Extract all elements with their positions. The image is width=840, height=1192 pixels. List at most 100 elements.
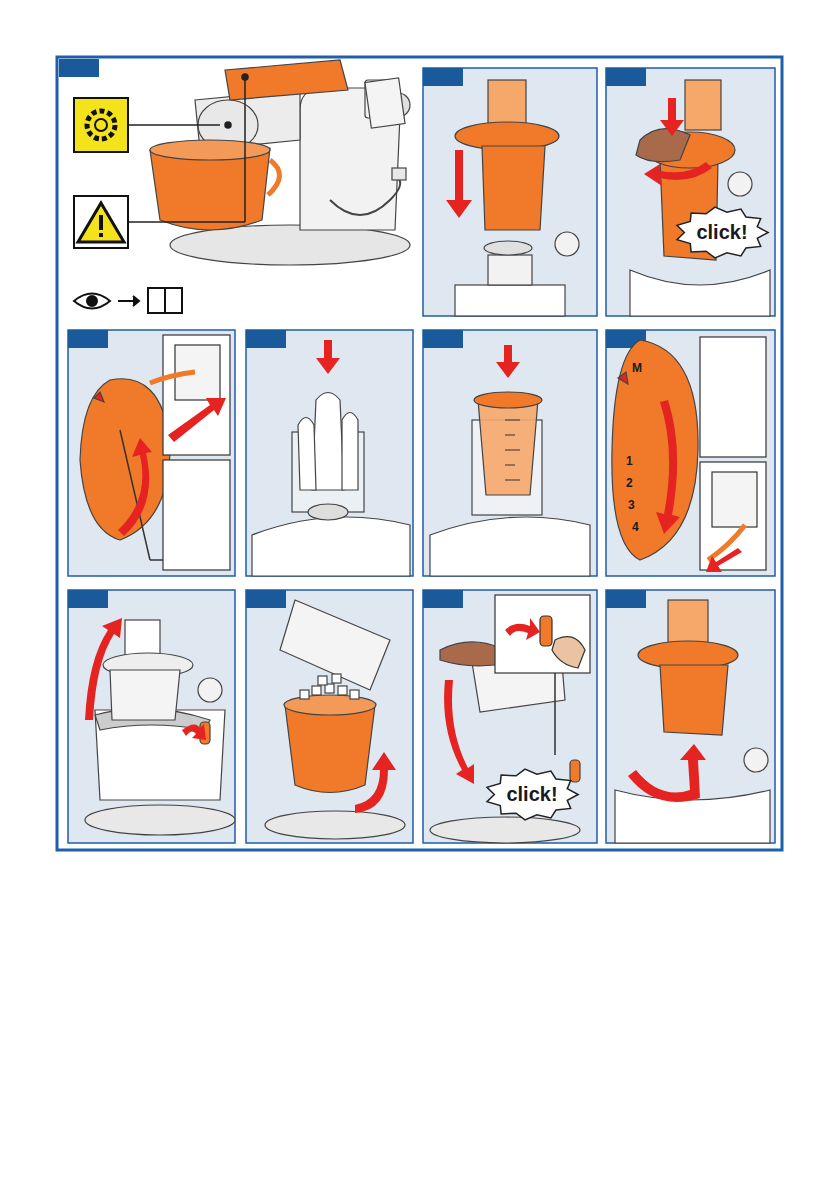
attachment-lifted [85, 805, 235, 835]
speed-dial [618, 372, 628, 384]
attachment-lifted [198, 678, 222, 702]
read-manual-icon [74, 288, 182, 313]
read-manual-icon [87, 296, 97, 306]
leader-line [128, 124, 220, 126]
mixer-overview [150, 60, 410, 265]
leader-line [225, 122, 231, 128]
mixer-overview [330, 178, 400, 215]
motion-arrow [355, 752, 396, 813]
speed-dial [80, 379, 170, 540]
frame [68, 590, 235, 843]
frame [246, 330, 413, 576]
motion-arrow [355, 752, 396, 813]
arm-lowered [570, 760, 580, 782]
leader-line [128, 221, 245, 223]
dicer-attachment [488, 255, 532, 285]
pusher [430, 392, 590, 576]
bowl-removed [318, 676, 327, 685]
dicer-attachment [455, 80, 579, 316]
frame [606, 590, 775, 843]
dial-marking: 1 [626, 455, 633, 467]
arm-lowered [430, 817, 580, 843]
motion-arrow [182, 724, 206, 740]
arm-lowered [440, 642, 500, 666]
attachment-lifted [110, 670, 180, 720]
motion-arrow [644, 162, 712, 186]
attachment-removed [744, 748, 768, 772]
warning-icon [99, 215, 103, 230]
dicer-attachment [630, 270, 770, 316]
motion-arrow [496, 345, 520, 378]
carrots-in-chute [298, 418, 316, 491]
motion-arrow [660, 98, 684, 136]
read-manual-icon [164, 288, 166, 313]
frame [246, 590, 413, 843]
bowl-removed [312, 686, 321, 695]
read-manual-icon [74, 294, 110, 309]
inset-box [700, 337, 766, 457]
inset-box [540, 616, 552, 646]
dicer-attachment [685, 80, 721, 130]
dial-marking: 4 [632, 521, 639, 533]
inset-box [700, 337, 766, 570]
step-tab [246, 330, 286, 348]
attachment-removed [660, 665, 728, 735]
bowl-removed [332, 674, 341, 683]
step-tab [59, 59, 99, 77]
warning-icon [74, 196, 128, 248]
step-tab [423, 330, 463, 348]
burst-outline [677, 207, 768, 258]
sound-text: click! [506, 783, 557, 806]
pusher [474, 392, 542, 408]
motion-arrow [118, 398, 226, 536]
motion-arrow [444, 618, 540, 784]
dicer-attachment [455, 285, 565, 316]
mixer-overview [225, 60, 348, 100]
motion-arrow [628, 744, 706, 802]
motion-arrow [496, 345, 520, 378]
leader-line [128, 74, 248, 222]
inset-box [554, 673, 556, 755]
frame [423, 330, 597, 576]
motion-arrow [505, 618, 540, 640]
inset-box [708, 525, 745, 560]
dicer-attachment [728, 172, 752, 196]
motion-arrow [85, 618, 122, 720]
step-tab [59, 59, 646, 608]
bowl-removed [350, 690, 359, 699]
bowl-removed [338, 686, 347, 695]
inset-box [150, 559, 163, 561]
warning-icon [99, 233, 103, 237]
bowl-removed [300, 674, 359, 699]
click-burst: click! [676, 208, 767, 257]
bowl-removed [265, 811, 405, 839]
mixer-overview [392, 168, 406, 180]
pusher [505, 420, 520, 480]
warning-icon [78, 203, 124, 242]
motion-arrow [446, 150, 472, 218]
dicer-attachment [636, 129, 690, 162]
carrots-in-chute [252, 393, 410, 577]
carrots-in-chute [312, 393, 344, 491]
step-tab [423, 68, 463, 86]
frame [57, 57, 782, 850]
leader-line [244, 80, 246, 222]
dicer-attachment [630, 80, 770, 316]
mixer-overview [268, 160, 280, 195]
inset-box [495, 595, 590, 673]
motion-arrow [446, 150, 472, 218]
inset-box [712, 472, 757, 527]
mixer-overview [170, 225, 410, 265]
carrots-in-chute [252, 517, 410, 576]
read-manual-icon [133, 296, 139, 306]
step-tab [423, 590, 463, 608]
carrots-in-chute [342, 413, 358, 491]
warning-icon [74, 196, 128, 248]
attachment-removed [668, 600, 708, 645]
inset-box [552, 637, 585, 668]
leader-line [242, 74, 248, 80]
burst-outline [487, 769, 578, 820]
